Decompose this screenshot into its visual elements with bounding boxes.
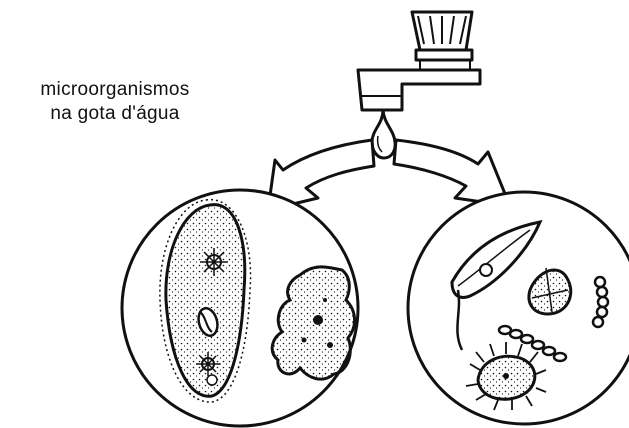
- right-drop-circle: [408, 192, 629, 424]
- water-drop-icon: [372, 110, 395, 158]
- faucet-icon: [358, 12, 480, 110]
- left-drop-circle: [122, 190, 358, 426]
